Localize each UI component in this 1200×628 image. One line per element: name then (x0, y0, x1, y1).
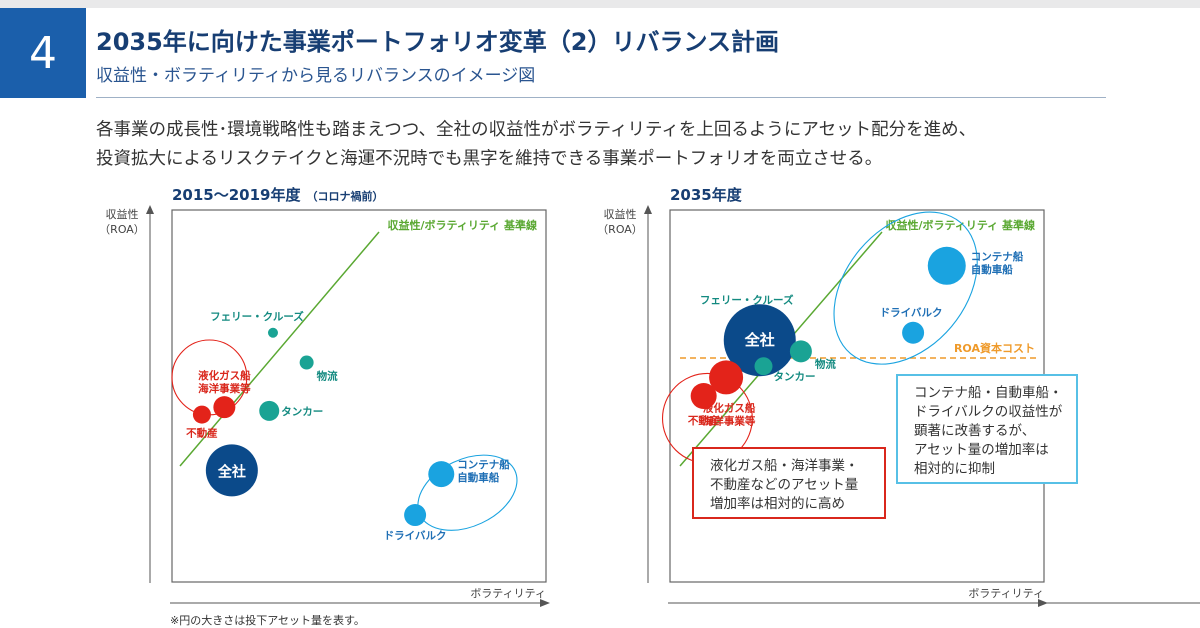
bubble-label: ドライバルク (880, 307, 943, 319)
bubble (709, 360, 744, 395)
bubble (267, 327, 278, 338)
y-axis-label-unit: （ROA） (99, 223, 145, 236)
header-divider (96, 97, 1106, 98)
bubble (192, 405, 211, 424)
baseline (179, 231, 380, 467)
bubble-label: タンカー (774, 371, 816, 383)
bubble-label: 全社 (744, 331, 775, 349)
callout-blue: コンテナ船・自動車船・ ドライバルクの収益性が 顕著に改善するが、 アセット量の… (896, 374, 1078, 484)
section-number-badge: 4 (0, 8, 86, 98)
y-axis-arrow (146, 205, 154, 214)
callout-red-line: 増加率は相対的に高め (710, 496, 845, 512)
y-axis-label-unit: （ROA） (597, 223, 643, 236)
section-number: 4 (29, 27, 57, 79)
bubble-label: 不動産 (186, 427, 218, 440)
callout-blue-line: 相対的に抑制 (914, 461, 995, 477)
page-title: 2035年に向けた事業ポートフォリオ変革（2）リバランス計画 (96, 28, 780, 56)
bubble (789, 340, 812, 363)
bubble (259, 400, 280, 421)
bubble-label: 物流 (317, 370, 338, 383)
bubble (690, 383, 717, 409)
callout-red: 液化ガス船・海洋事業・ 不動産などのアセット量 増加率は相対的に高め (692, 447, 886, 519)
bubble (428, 461, 455, 488)
bubble-label: 全社 (217, 463, 246, 480)
roa-cost-label: ROA資本コスト (954, 341, 1035, 355)
x-axis-label: ボラティリティ (470, 587, 546, 600)
baseline-label: 収益性/ボラティリティ 基準線 (885, 218, 1035, 232)
intro-line-2: 投資拡大によるリスクテイクと海運不況時でも黒字を維持できる事業ポートフォリオを両… (96, 149, 883, 169)
x-axis-arrow (540, 599, 550, 607)
bubble (754, 357, 773, 376)
bubble (205, 444, 258, 497)
chart-heading: 2015〜2019年度（コロナ禍前） (172, 186, 384, 204)
y-axis-label: 収益性 (106, 207, 139, 221)
bubble (723, 304, 796, 377)
bubble-label: 物流 (815, 357, 836, 370)
bubble-label-line2: 海洋事業等 (198, 382, 251, 395)
bubble-label: フェリー・クルーズ (700, 294, 794, 307)
intro-text: 各事業の成長性･環境戦略性も踏まえつつ、全社の収益性がボラティリティを上回るよう… (96, 116, 1156, 174)
bubble-label-line2: 海洋事業等 (703, 414, 756, 427)
callout-blue-line: ドライバルクの収益性が (914, 404, 1063, 420)
y-axis-arrow (644, 205, 652, 214)
callout-red-line: 液化ガス船・海洋事業・ (710, 458, 859, 474)
top-bar (0, 0, 1200, 8)
bubble-label: 液化ガス船 (198, 369, 251, 382)
bubble-label: コンテナ船 (457, 458, 510, 471)
bubble-label: ドライバルク (384, 530, 447, 542)
bubble-label: 不動産 (688, 414, 720, 427)
bubble (927, 246, 966, 285)
footnote: ※円の大きさは投下アセット量を表す。 (170, 614, 365, 627)
bubble-label: タンカー (281, 406, 323, 418)
plot-frame (171, 209, 547, 583)
baseline-label: 収益性/ボラティリティ 基準線 (387, 218, 537, 232)
callout-red-line: 不動産などのアセット量 (710, 477, 859, 493)
bubble (404, 504, 427, 527)
bubble-label: コンテナ船 (971, 250, 1024, 263)
bubble-label: フェリー・クルーズ (210, 310, 304, 323)
page-subtitle: 収益性・ボラティリティから見るリバランスのイメージ図 (96, 66, 536, 86)
bubble-label-line2: 自動車船 (971, 263, 1013, 276)
bubble-label: 液化ガス船 (703, 401, 756, 414)
blue-group-ellipse (833, 211, 978, 365)
x-axis-label: ボラティリティ (968, 587, 1044, 600)
callout-blue-line: コンテナ船・自動車船・ (914, 385, 1063, 401)
x-axis-arrow (1038, 599, 1048, 607)
bubble (299, 355, 314, 370)
bubble (902, 321, 925, 344)
intro-line-1: 各事業の成長性･環境戦略性も踏まえつつ、全社の収益性がボラティリティを上回るよう… (96, 120, 977, 140)
callout-blue-line: アセット量の増加率は (914, 442, 1049, 458)
callout-blue-line: 顕著に改善するが、 (914, 423, 1036, 439)
chart-heading: 2035年度 (670, 186, 743, 204)
y-axis-label: 収益性 (604, 207, 637, 221)
bubble-label-line2: 自動車船 (457, 471, 499, 484)
bubble (213, 396, 236, 419)
